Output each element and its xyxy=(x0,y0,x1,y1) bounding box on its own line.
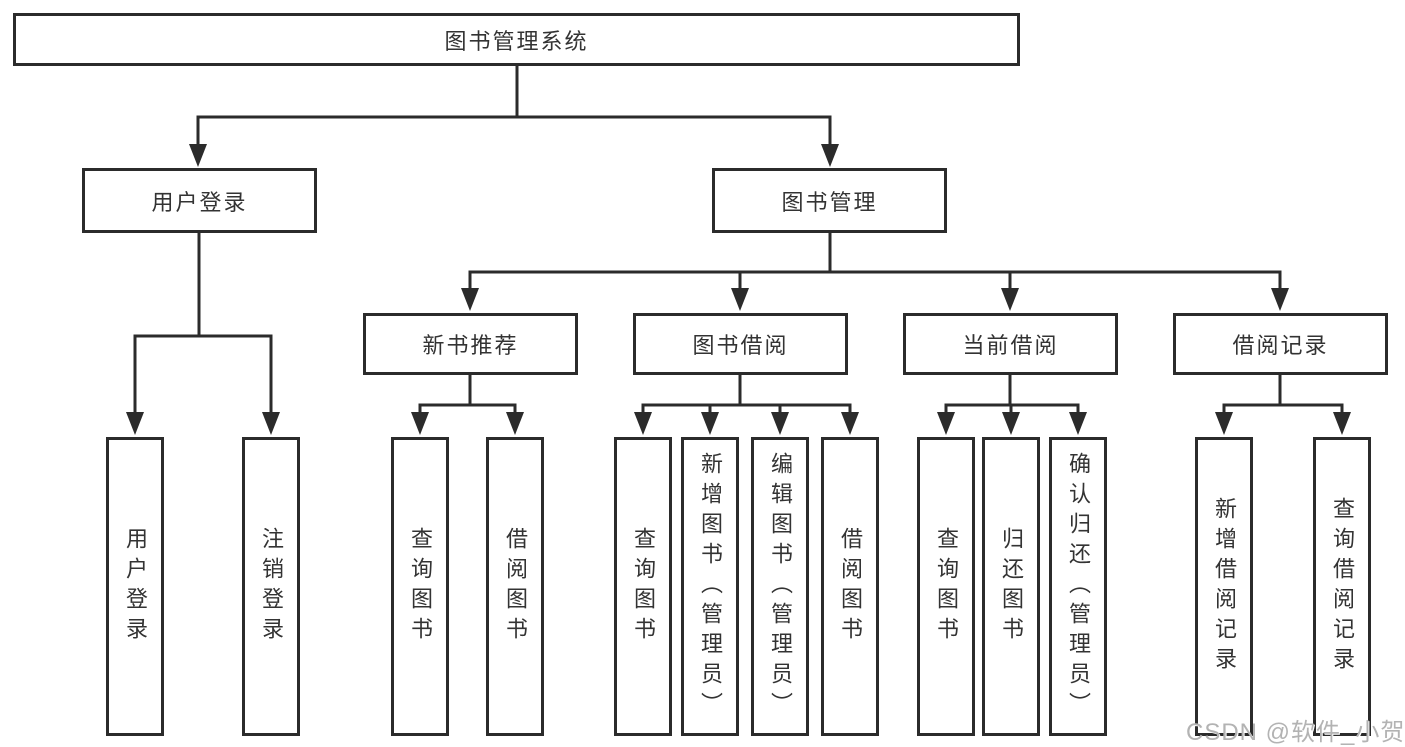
node-book-management: 图书管理 xyxy=(712,168,947,233)
leaf-user-login: 用户登录 xyxy=(106,437,164,736)
leaf-return-book: 归还图书 xyxy=(982,437,1040,736)
leaf-add-borrow-record: 新增借阅记录 xyxy=(1195,437,1253,736)
node-user-login: 用户登录 xyxy=(82,168,317,233)
leaf-logout: 注销登录 xyxy=(242,437,300,736)
csdn-watermark: CSDN @软件_小贺同学 xyxy=(1186,719,1405,746)
leaf-edit-book-admin: 编辑图书（管理员） xyxy=(751,437,809,736)
leaf-borrow-books-2: 借阅图书 xyxy=(821,437,879,736)
leaf-borrow-books-1: 借阅图书 xyxy=(486,437,544,736)
node-book-borrow: 图书借阅 xyxy=(633,313,848,375)
leaf-query-books-1: 查询图书 xyxy=(391,437,449,736)
leaf-add-book-admin: 新增图书（管理员） xyxy=(681,437,739,736)
node-root: 图书管理系统 xyxy=(13,13,1020,66)
leaf-query-books-3: 查询图书 xyxy=(917,437,975,736)
leaf-query-books-2: 查询图书 xyxy=(614,437,672,736)
arrowheads xyxy=(126,144,1351,435)
leaf-confirm-return-admin: 确认归还（管理员） xyxy=(1049,437,1107,736)
leaf-query-borrow-record: 查询借阅记录 xyxy=(1313,437,1371,736)
node-current-borrow: 当前借阅 xyxy=(903,313,1118,375)
node-borrow-records: 借阅记录 xyxy=(1173,313,1388,375)
node-new-book-recommend: 新书推荐 xyxy=(363,313,578,375)
